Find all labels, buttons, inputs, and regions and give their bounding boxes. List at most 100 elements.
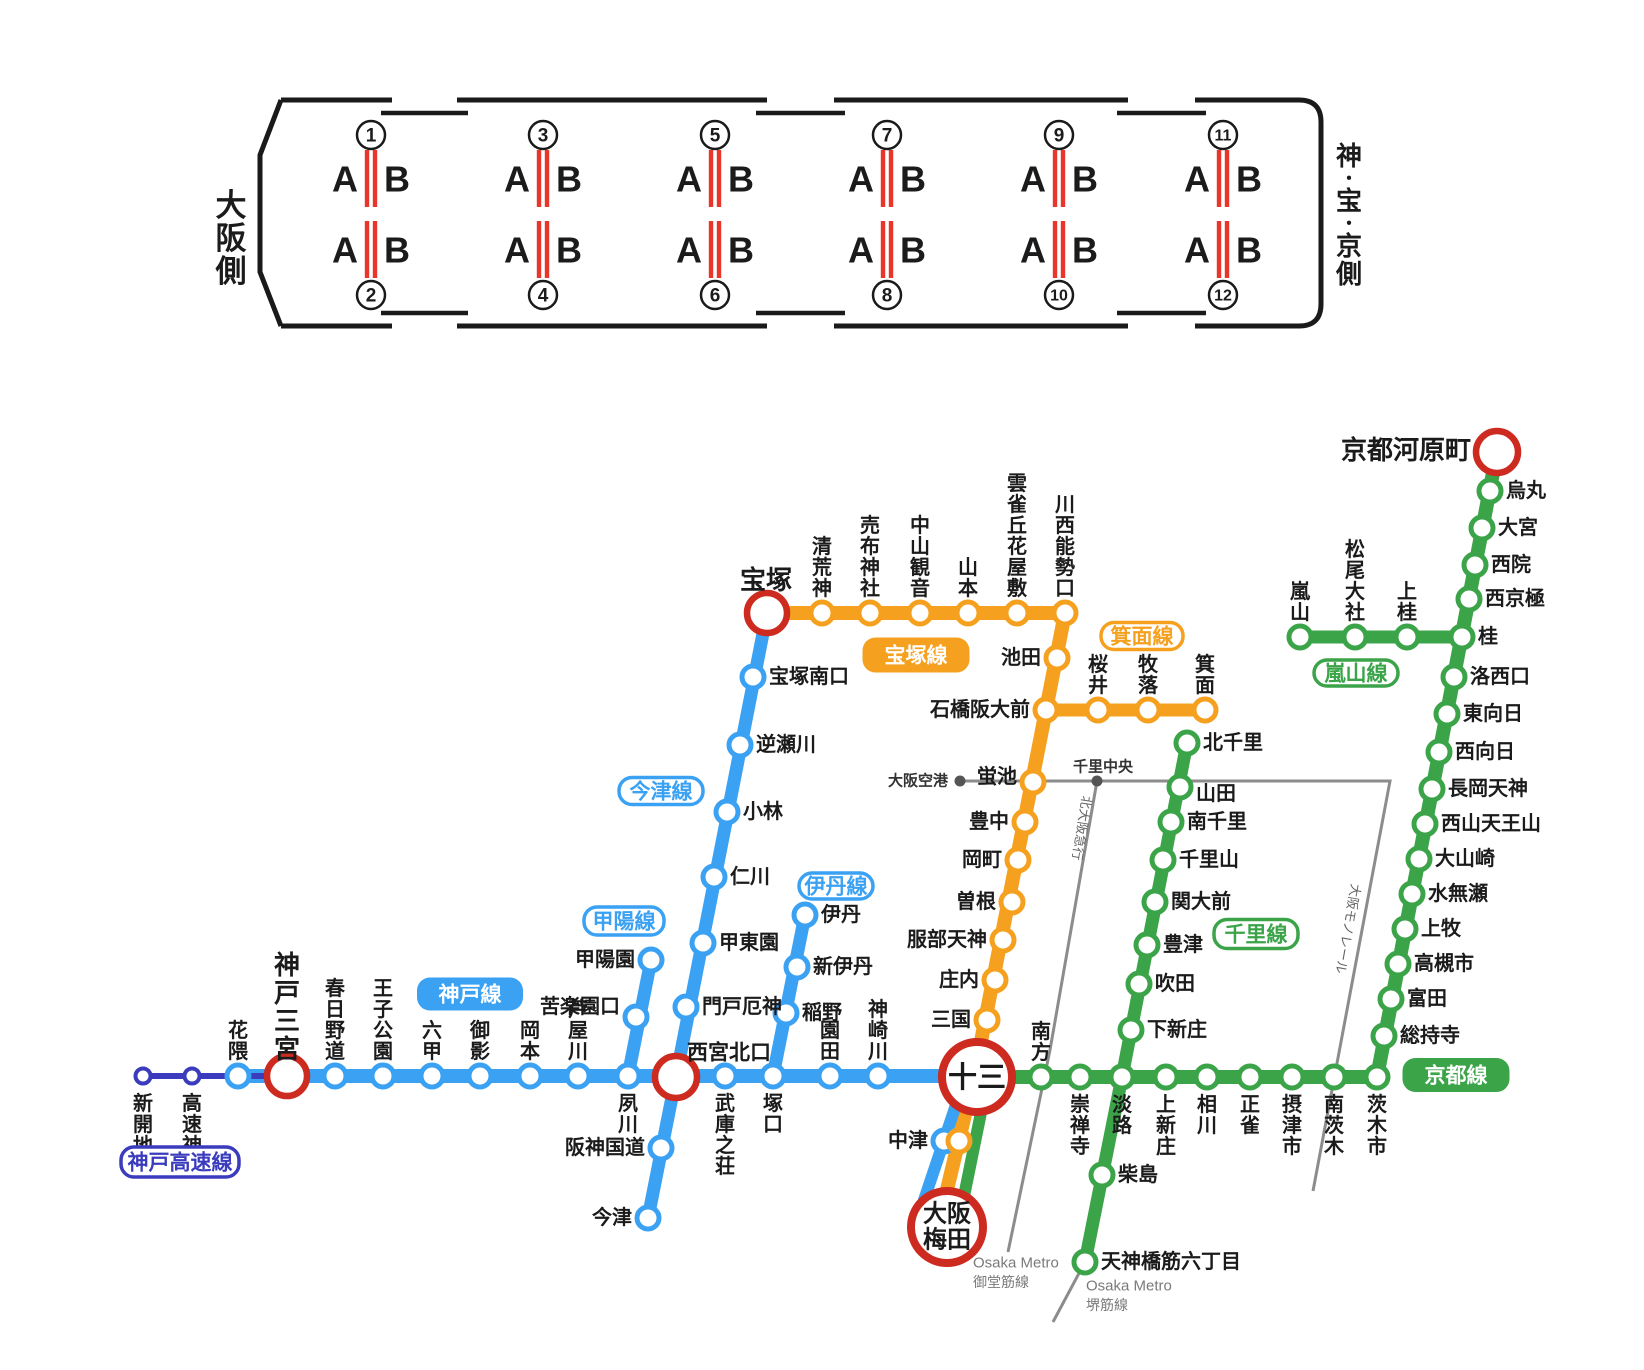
door-position-a: A <box>676 230 702 271</box>
door-position-b: B <box>728 159 754 200</box>
station-label: 烏丸 <box>1506 478 1547 502</box>
line-label-text: 京都線 <box>1425 1064 1488 1088</box>
station-circle <box>783 953 811 981</box>
station-circle <box>689 929 717 957</box>
station-庄内 <box>981 966 1009 994</box>
door-mark <box>544 150 550 207</box>
station-circle <box>1157 808 1185 836</box>
station-circle <box>321 1062 349 1090</box>
station-circle <box>622 1003 650 1031</box>
station-label: 武庫之荘 <box>715 1092 735 1178</box>
station-label: 相川 <box>1196 1092 1217 1137</box>
station-南茨木 <box>1320 1063 1348 1091</box>
station-label: 岡本 <box>520 1020 540 1063</box>
station-相川 <box>1193 1063 1221 1091</box>
station-label: 大山崎 <box>1435 846 1495 870</box>
station-仁川 <box>700 863 728 891</box>
station-水無瀬 <box>1398 880 1426 908</box>
door-number-circle <box>1207 279 1239 311</box>
station-circle <box>1468 514 1496 542</box>
station-circle <box>945 1127 973 1155</box>
line-label-text: 箕面線 <box>1111 625 1174 649</box>
station-label: 売布神社 <box>859 514 880 600</box>
station-豊津 <box>1133 931 1161 959</box>
station-circle <box>516 1062 544 1090</box>
door-position-b: B <box>384 230 410 271</box>
station-circle <box>981 966 1009 994</box>
line-label-box <box>797 871 875 901</box>
station-circle <box>1149 846 1177 874</box>
door-mark <box>1060 150 1066 207</box>
station-circle <box>634 1204 662 1232</box>
station-岡本 <box>516 1062 544 1090</box>
station-label: 阪神国道 <box>565 1135 645 1159</box>
station-伊丹 <box>791 901 819 929</box>
station-上牧 <box>1391 915 1419 943</box>
major-station-label: 宝塚 <box>740 565 792 595</box>
station-circle <box>1133 931 1161 959</box>
station-長岡天神 <box>1418 775 1446 803</box>
station-高速神戸 <box>182 1066 202 1086</box>
station-label: 水無瀬 <box>1428 881 1488 905</box>
station-西院 <box>1461 551 1489 579</box>
station-label: 関大前 <box>1171 889 1231 913</box>
major-station-label: 十三 <box>948 1061 1006 1094</box>
station-circle <box>954 599 982 627</box>
major-station-label: 京都河原町 <box>1341 435 1471 465</box>
interchange-十三: 十三 <box>938 1038 1016 1116</box>
line-label-box <box>617 775 705 807</box>
line-label-text: 今津線 <box>630 780 693 804</box>
station-label: 洛西口 <box>1470 664 1530 688</box>
arashiyama-line-label: 嵐山線 <box>1312 658 1400 688</box>
station-茨木市 <box>1363 1063 1391 1091</box>
car-nose <box>257 99 284 327</box>
station-circle <box>224 1062 252 1090</box>
station-label: 上新庄 <box>1156 1093 1176 1158</box>
station-上新庄 <box>1152 1063 1180 1091</box>
station-circle <box>1117 1016 1145 1044</box>
line-kyoto-line <box>974 450 1504 1084</box>
station-label: 神崎川 <box>867 997 888 1063</box>
station-circle <box>1004 846 1032 874</box>
line-label-box <box>1402 1058 1510 1092</box>
station-label: 松尾大社 <box>1344 538 1365 624</box>
door-mark <box>708 150 714 207</box>
station-label: 総持寺 <box>1400 1023 1460 1047</box>
door-number-circle <box>871 119 903 151</box>
station-circle <box>1384 950 1412 978</box>
door-mark <box>880 150 886 207</box>
interchange-circle <box>907 1187 987 1267</box>
door-mark <box>1224 150 1230 207</box>
station-南千里 <box>1157 808 1185 836</box>
door-position-a: A <box>504 230 530 271</box>
station-曽根 <box>998 888 1026 916</box>
station-label: 長岡天神 <box>1448 776 1528 800</box>
line-label-text: 千里線 <box>1225 923 1288 947</box>
station-circle <box>1411 810 1439 838</box>
door-number-circle <box>699 119 731 151</box>
station-苦楽園口 <box>622 1003 650 1031</box>
station-circle <box>1341 623 1369 651</box>
station-花隈 <box>224 1062 252 1090</box>
station-circle <box>906 599 934 627</box>
station-淡路 <box>1108 1063 1136 1091</box>
station-label: 園田 <box>820 1019 840 1063</box>
door-mark <box>536 150 542 207</box>
station-夙川 <box>614 1062 642 1090</box>
station-南方 <box>1027 1063 1055 1091</box>
door-mark <box>372 221 378 278</box>
gray-dot-千里中央 <box>1091 775 1103 787</box>
station-三国 <box>973 1006 1001 1034</box>
station-label: 豊中 <box>969 809 1009 833</box>
station-circle <box>1370 1022 1398 1050</box>
kobe-line-label: 神戸線 <box>417 977 523 1011</box>
station-label: 小林 <box>743 799 783 823</box>
door-position-a: A <box>848 159 874 200</box>
station-label: 大宮 <box>1498 515 1538 539</box>
door-number: 2 <box>366 286 377 307</box>
door-mark <box>364 150 370 207</box>
station-西山天王山 <box>1411 810 1439 838</box>
